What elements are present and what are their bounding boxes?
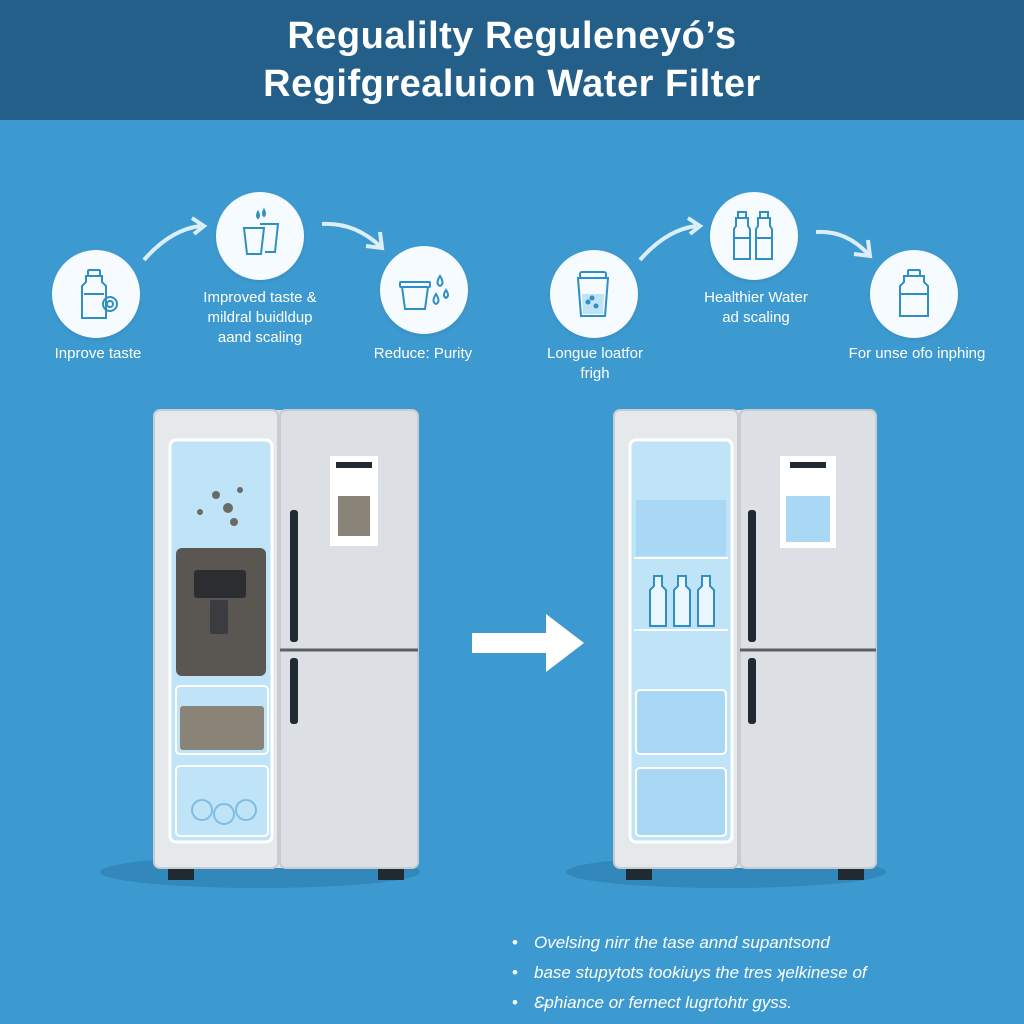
feature-caption-5: Healthier Water ad scaling <box>704 289 808 326</box>
curved-arrow-icon <box>638 216 704 262</box>
title-line-1: Regualilty Reguleneyó’s <box>287 15 737 57</box>
benefits-list: •Ovelsing nirr the tase annd supantsond … <box>512 928 1012 1018</box>
feature-caption-4: Longue loatfor frigh <box>547 345 643 382</box>
feature-caption-2: Improved taste & mildral buidldup aand s… <box>203 289 317 346</box>
feature-caption-3: Reduce: Purity <box>373 345 473 362</box>
right-arrow-icon <box>472 614 584 672</box>
curved-arrow-icon <box>142 216 208 262</box>
single-bottle-icon <box>870 250 958 338</box>
bullet-text: Ovelsing nirr the tase annd supantsond <box>534 933 830 952</box>
water-container-drops-icon <box>380 246 468 334</box>
list-item: •Ɛ̶phiance or fernect lugrtohtr gyss. <box>512 993 793 1012</box>
header-banner: Regualilty Reguleneyó’s Regifgrealuion W… <box>0 0 1024 120</box>
list-item: •base stupytots tookiuys the tres ʞelkin… <box>512 963 867 982</box>
feature-caption-6: For unse ofo inphing <box>848 345 986 362</box>
bullet-text: Ɛ̶phiance or fernect lugrtohtr gyss. <box>534 993 793 1012</box>
water-jug-icon <box>550 250 638 338</box>
bullet-text: base stupytots tookiuys the tres ʞelkine… <box>534 963 867 982</box>
curved-arrow-icon <box>815 229 873 259</box>
list-item: •Ovelsing nirr the tase annd supantsond <box>512 933 830 952</box>
fridge-after <box>566 409 886 888</box>
title-line-2: Regifgrealuion Water Filter <box>263 63 761 105</box>
water-bottle-gear-icon <box>52 250 140 338</box>
water-cups-icon <box>216 192 304 280</box>
fridge-before <box>100 409 420 888</box>
twin-bottles-icon <box>710 192 798 280</box>
curved-arrow-icon <box>321 221 385 251</box>
feature-caption-1: Inprove taste <box>54 345 142 362</box>
